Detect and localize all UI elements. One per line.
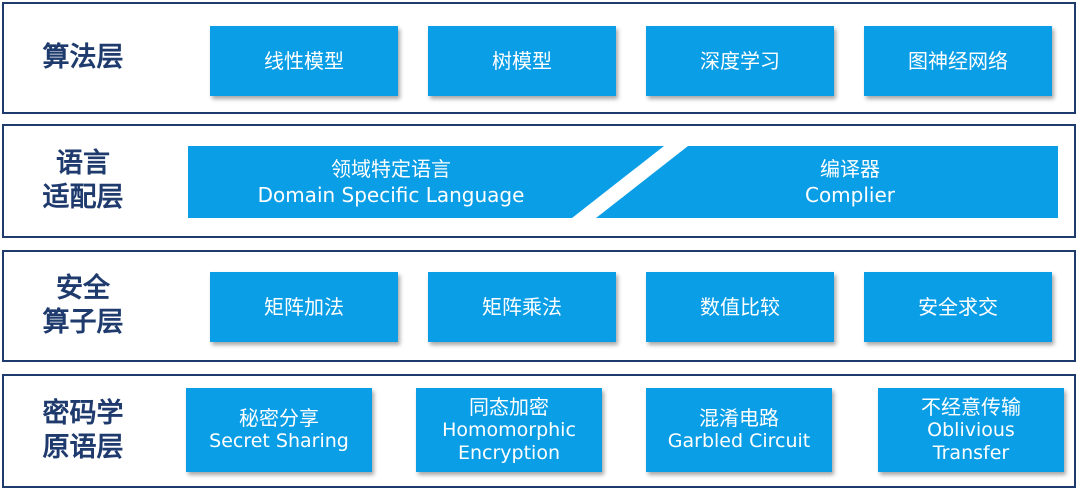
box-text-en: Secret Sharing bbox=[209, 430, 349, 452]
box-text: 线性模型 bbox=[264, 48, 344, 73]
box-text: 图神经网络 bbox=[908, 48, 1008, 73]
layer-label-algorithm: 算法层 bbox=[8, 2, 158, 114]
algo-box-linear-model: 线性模型 bbox=[210, 26, 398, 96]
dsl-block-shape bbox=[188, 146, 664, 218]
box-text: 树模型 bbox=[492, 48, 552, 73]
box-text-en: Encryption bbox=[457, 441, 560, 464]
box-text-en: Homomorphic bbox=[442, 418, 576, 441]
dsl-block: 领域特定语言 Domain Specific Language bbox=[196, 148, 586, 216]
box-text: 安全求交 bbox=[918, 294, 998, 319]
box-text-cn: 同态加密 bbox=[469, 394, 549, 419]
op-box-compare: 数值比较 bbox=[646, 272, 834, 342]
layer-label-line: 算子层 bbox=[42, 307, 124, 338]
compiler-label-en: Complier bbox=[804, 183, 896, 207]
box-text-cn: 不经意传输 bbox=[921, 394, 1021, 419]
crypto-box-homomorphic: 同态加密 Homomorphic Encryption bbox=[416, 388, 602, 472]
compiler-block-shape bbox=[596, 146, 1058, 218]
op-box-matrix-add: 矩阵加法 bbox=[210, 272, 398, 342]
box-text: 矩阵乘法 bbox=[482, 294, 562, 319]
crypto-box-garbled-circuit: 混淆电路 Garbled Circuit bbox=[646, 388, 832, 472]
crypto-box-oblivious-transfer: 不经意传输 Oblivious Transfer bbox=[878, 388, 1064, 472]
dsl-label-en: Domain Specific Language bbox=[257, 183, 525, 207]
box-text-cn: 秘密分享 bbox=[239, 406, 319, 430]
layer-label-line: 语言 bbox=[56, 148, 110, 179]
layer-label-line: 算法层 bbox=[42, 42, 124, 73]
algo-box-deep-learning: 深度学习 bbox=[646, 26, 834, 96]
layer-label-crypto: 密码学 原语层 bbox=[8, 374, 158, 488]
layer-label-line: 适配层 bbox=[42, 182, 124, 213]
layer-label-operators: 安全 算子层 bbox=[8, 250, 158, 362]
layer-label-line: 安全 bbox=[56, 273, 110, 304]
layer-label-language: 语言 适配层 bbox=[8, 124, 158, 238]
box-text: 数值比较 bbox=[700, 294, 780, 319]
compiler-block: 编译器 Complier bbox=[690, 148, 1010, 216]
layer-label-line: 密码学 bbox=[42, 398, 124, 429]
algo-box-tree-model: 树模型 bbox=[428, 26, 616, 96]
language-blocks-graphic bbox=[188, 146, 1058, 218]
box-text-en: Oblivious bbox=[927, 418, 1015, 441]
box-text-cn: 混淆电路 bbox=[699, 406, 779, 430]
algo-box-gnn: 图神经网络 bbox=[864, 26, 1052, 96]
op-box-psi: 安全求交 bbox=[864, 272, 1052, 342]
dsl-label-cn: 领域特定语言 bbox=[331, 157, 451, 181]
box-text: 矩阵加法 bbox=[264, 294, 344, 319]
compiler-label-cn: 编译器 bbox=[820, 157, 880, 181]
box-text: 深度学习 bbox=[700, 48, 780, 73]
box-text-en: Garbled Circuit bbox=[667, 430, 811, 452]
op-box-matrix-mul: 矩阵乘法 bbox=[428, 272, 616, 342]
crypto-box-secret-sharing: 秘密分享 Secret Sharing bbox=[186, 388, 372, 472]
box-text-en: Transfer bbox=[932, 441, 1010, 464]
layer-label-line: 原语层 bbox=[42, 432, 124, 463]
